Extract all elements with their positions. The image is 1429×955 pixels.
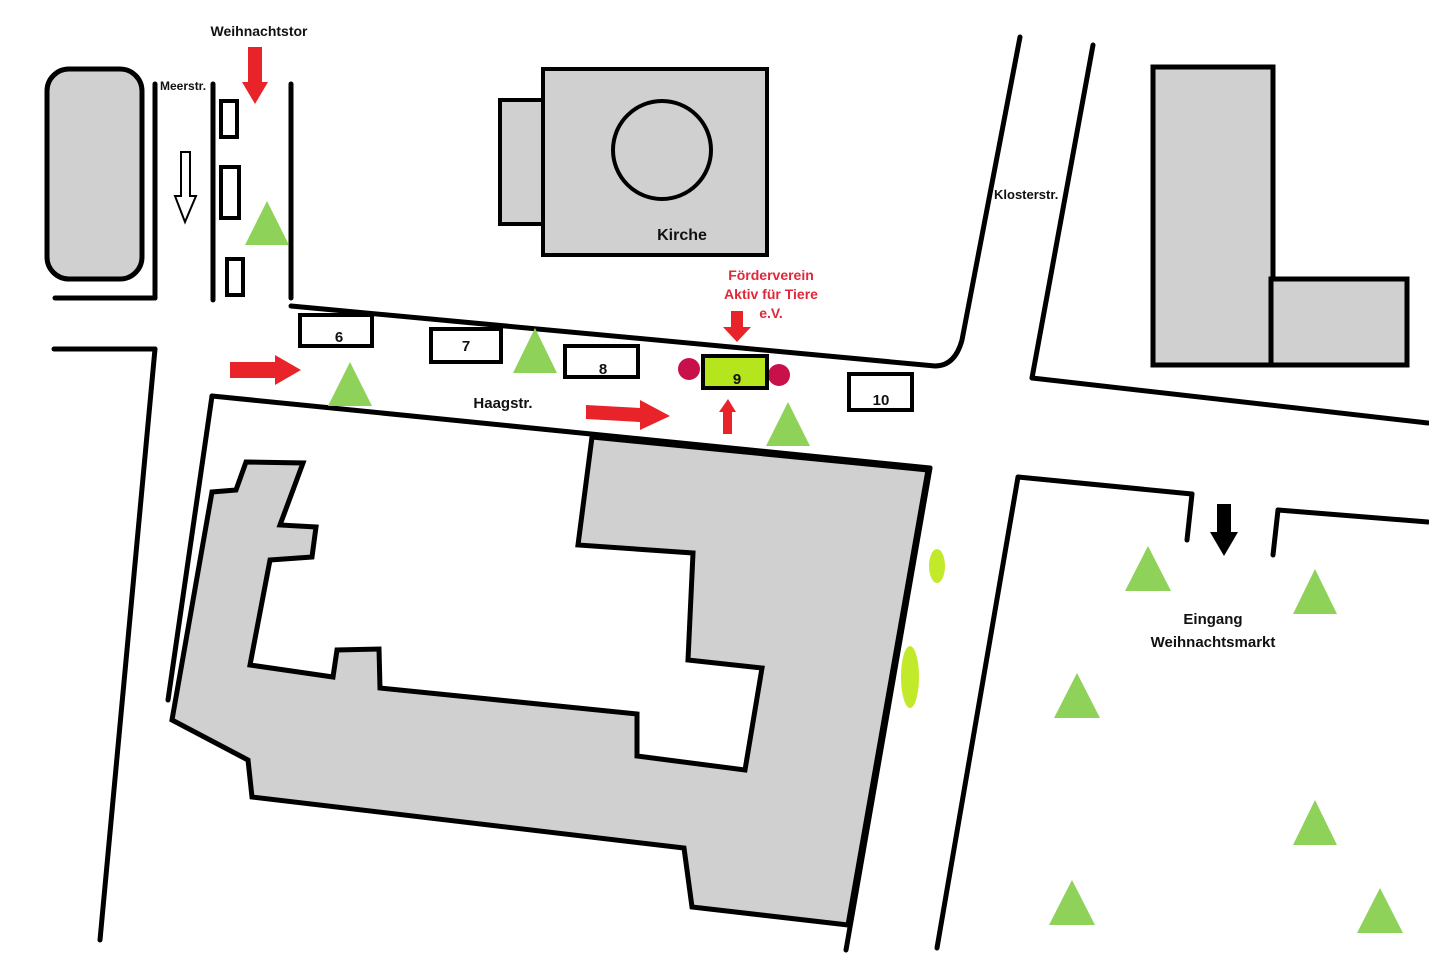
- tree-icon: [1293, 569, 1337, 614]
- bush-icon: [901, 646, 919, 708]
- arrow-right-icon: [230, 355, 301, 385]
- org-label-line1: Förderverein: [728, 267, 814, 283]
- organization-label: Förderverein Aktiv für Tiere e.V.: [724, 267, 818, 321]
- church-building: [498, 67, 769, 257]
- marker-dot-left: [678, 358, 700, 380]
- org-label-line2: Aktiv für Tiere: [724, 286, 818, 302]
- stall-6[interactable]: 6: [298, 313, 374, 348]
- direction-arrows: [230, 47, 751, 434]
- street-lines: [51, 34, 1429, 953]
- building-l-shaped: [1150, 64, 1410, 368]
- tree-icon: [1125, 546, 1171, 591]
- stall-number: 10: [873, 392, 890, 409]
- arrow-right-icon: [586, 400, 670, 430]
- bush-icon: [929, 549, 945, 583]
- entrance-label: Eingang Weihnachtsmarkt: [1151, 611, 1276, 651]
- arrow-down-stall-icon: [723, 311, 751, 342]
- stall-number: 7: [462, 338, 470, 355]
- street-label-haag: Haagstr.: [473, 395, 532, 412]
- tree-icon: [1357, 888, 1403, 933]
- street-label-kloster: Klosterstr.: [994, 187, 1058, 202]
- gate-label: Weihnachtstor: [211, 23, 309, 39]
- bushes: [901, 549, 945, 708]
- tree-icon: [1054, 673, 1100, 718]
- tree-icon: [1293, 800, 1337, 845]
- trees: [245, 201, 1403, 933]
- stall-7[interactable]: 7: [429, 327, 503, 364]
- arrow-up-stall-icon: [719, 399, 736, 434]
- street-label-meer: Meerstr.: [160, 79, 206, 93]
- tree-icon: [1049, 880, 1095, 925]
- parking-slots: [219, 99, 245, 297]
- stall-8[interactable]: 8: [563, 344, 640, 379]
- building-bottom-complex: [169, 434, 931, 928]
- entrance-label-line2: Weihnachtsmarkt: [1151, 634, 1276, 651]
- stall-number: 8: [599, 361, 607, 378]
- building-top-left: [44, 66, 145, 282]
- tree-icon: [245, 201, 289, 245]
- entrance-arrow-icon: [1210, 504, 1238, 556]
- marker-dot-right: [768, 364, 790, 386]
- stall-9-highlighted[interactable]: 9: [678, 354, 790, 390]
- tree-icon: [766, 402, 810, 446]
- church-label: Kirche: [657, 227, 707, 244]
- stall-number: 6: [335, 329, 343, 346]
- arrow-down-gate-icon: [242, 47, 268, 104]
- org-label-line3: e.V.: [759, 305, 783, 321]
- stall-10[interactable]: 10: [847, 372, 914, 412]
- oneway-arrow-icon: [173, 151, 198, 225]
- tree-icon: [513, 328, 557, 373]
- tree-icon: [328, 362, 372, 406]
- stall-number: 9: [733, 371, 741, 388]
- entrance-label-line1: Eingang: [1183, 611, 1242, 628]
